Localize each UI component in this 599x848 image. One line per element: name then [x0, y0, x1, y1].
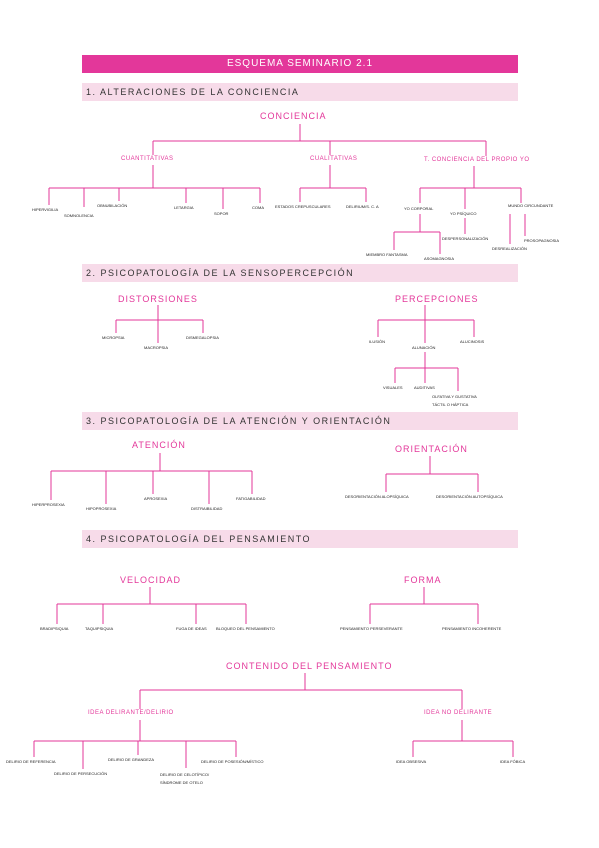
node-cuantitativas: CUANTITATIVAS — [121, 156, 174, 162]
leaf-miembro-fantasma: MIEMBRO FANTASMA — [366, 252, 408, 257]
node-propio-yo: T. CONCIENCIA DEL PROPIO YO — [424, 157, 530, 163]
leaf-aprosexia: APROSEXIA — [144, 496, 168, 501]
leaf-pensamiento-perseverante: PENSAMIENTO PERSEVERANTE — [340, 626, 403, 631]
leaf-micropsia: MICROPSIA — [102, 335, 125, 340]
leaf-delirio-celotipico: DELIRIO DE CELOTÍPICO/ — [160, 772, 210, 777]
section-header-pensamiento: 4. PSICOPATOLOGÍA DEL PENSAMIENTO — [82, 530, 518, 548]
leaf-tactil-haptica: TÁCTIL O HÁPTICA — [432, 402, 469, 407]
leaf-taquipsiquia: TAQUIPSIQUIA — [85, 626, 114, 631]
leaf-despersonalizacion: DESPERSONALIZACIÓN — [442, 236, 489, 241]
leaf-fatigabilidad: FATIGABILIDAD — [236, 496, 266, 501]
leaf-mundo-circundante: MUNDO CIRCUNDANTE — [508, 203, 554, 208]
leaf-delirio-referencia: DELIRIO DE REFERENCIA — [6, 759, 56, 764]
leaf-delirio-persecucion: DELIRIO DE PERSECUCIÓN — [54, 771, 108, 776]
node-idea-delirante: IDEA DELIRANTE/DELIRIO — [88, 710, 174, 716]
node-percepciones: PERCEPCIONES — [395, 294, 479, 304]
leaf-prosopagnosia: PROSOPAGNOSIA — [524, 238, 560, 243]
leaf-fuga-de-ideas: FUGA DE IDEAS — [176, 626, 207, 631]
leaf-desorientacion-autopsiquica: DESORIENTACIÓN AUTOPSÍQUICA — [436, 494, 503, 499]
node-idea-no-delirante: IDEA NO DELIRANTE — [424, 710, 493, 716]
leaf-yo-psiquico: YO PSÍQUICO — [450, 211, 477, 216]
page-title: ESQUEMA SEMINARIO 2.1 — [82, 55, 518, 73]
leaf-idea-fobica: IDEA FÓBICA — [500, 759, 526, 764]
leaf-alucinosis: ALUCINOSIS — [460, 339, 485, 344]
leaf-delirio-posesion: DELIRIO DE POSESIÓN/MÍSTICO — [201, 759, 264, 764]
leaf-desorientacion-alopsiquica: DESORIENTACIÓN ALOPSÍQUICA — [345, 494, 409, 499]
node-cualitativas: CUALITATIVAS — [310, 156, 358, 162]
leaf-coma: COMA — [252, 205, 264, 210]
leaf-macropsia: MACROPSIA — [144, 345, 169, 350]
leaf-distraibilidad: DISTRAIBILIDAD — [191, 506, 223, 511]
leaf-idea-obsesiva: IDEA OBSESIVA — [396, 759, 427, 764]
leaf-somnolencia: SOMNOLENCIA — [64, 213, 94, 218]
leaf-hipoprosexia: HIPOPROSEXIA — [86, 506, 117, 511]
section-header-conciencia: 1. ALTERACIONES DE LA CONCIENCIA — [82, 83, 518, 101]
node-atencion: ATENCIÓN — [132, 440, 186, 450]
leaf-visuales: VISUALES — [383, 385, 403, 390]
leaf-estados-crepusculares: ESTADOS CREPUSCULARES — [275, 204, 331, 209]
leaf-dismegalopsia: DISMEGALOPSIA — [186, 335, 219, 340]
leaf-olfativa-gustativa: OLFATIVA Y GUSTATIVA — [432, 394, 477, 399]
leaf-bloqueo-pensamiento: BLOQUEO DEL PENSAMIENTO — [216, 626, 275, 631]
leaf-delirium: DELIRIUM/S. C. A — [346, 204, 379, 209]
section-header-atencion-orientacion: 3. PSICOPATOLOGÍA DE LA ATENCIÓN Y ORIEN… — [82, 412, 518, 430]
node-distorsiones: DISTORSIONES — [118, 294, 198, 304]
leaf-desrealizacion: DESREALIZACIÓN — [492, 246, 527, 251]
leaf-obnubilacion: OBNUBILACIÓN — [97, 203, 128, 208]
leaf-asomagnosia: ASOMAGNOSIA — [424, 256, 455, 261]
leaf-alunacion: ALUNACIÓN — [412, 345, 436, 350]
leaf-delirio-grandeza: DELIRIO DE GRANDEZA — [108, 757, 155, 762]
node-velocidad: VELOCIDAD — [120, 575, 182, 585]
leaf-sopor: SOPOR — [214, 211, 229, 216]
leaf-auditivas: AUDITIVAS — [414, 385, 435, 390]
leaf-hipervigilia: HIPERVIGILIA — [32, 207, 59, 212]
node-conciencia: CONCIENCIA — [260, 111, 327, 121]
node-orientacion: ORIENTACIÓN — [395, 444, 468, 454]
node-forma: FORMA — [404, 575, 442, 585]
leaf-pensamiento-incoherente: PENSAMIENTO INCOHERENTE — [442, 626, 502, 631]
node-contenido-pensamiento: CONTENIDO DEL PENSAMIENTO — [226, 661, 393, 671]
leaf-letargia: LETARGIA — [174, 205, 194, 210]
leaf-bradipsiquia: BRADIPSIQUIA — [40, 626, 69, 631]
leaf-ilusion: ILUSIÓN — [369, 339, 386, 344]
leaf-yo-corporal: YO CORPORAL — [404, 206, 434, 211]
leaf-sindrome-otelo: SÍNDROME DE OTELO — [160, 780, 203, 785]
leaf-hiperprosexia: HIPERPROSEXIA — [32, 502, 65, 507]
section-header-sensopercepcion: 2. PSICOPATOLOGÍA DE LA SENSOPERCEPCIÓN — [82, 264, 518, 282]
